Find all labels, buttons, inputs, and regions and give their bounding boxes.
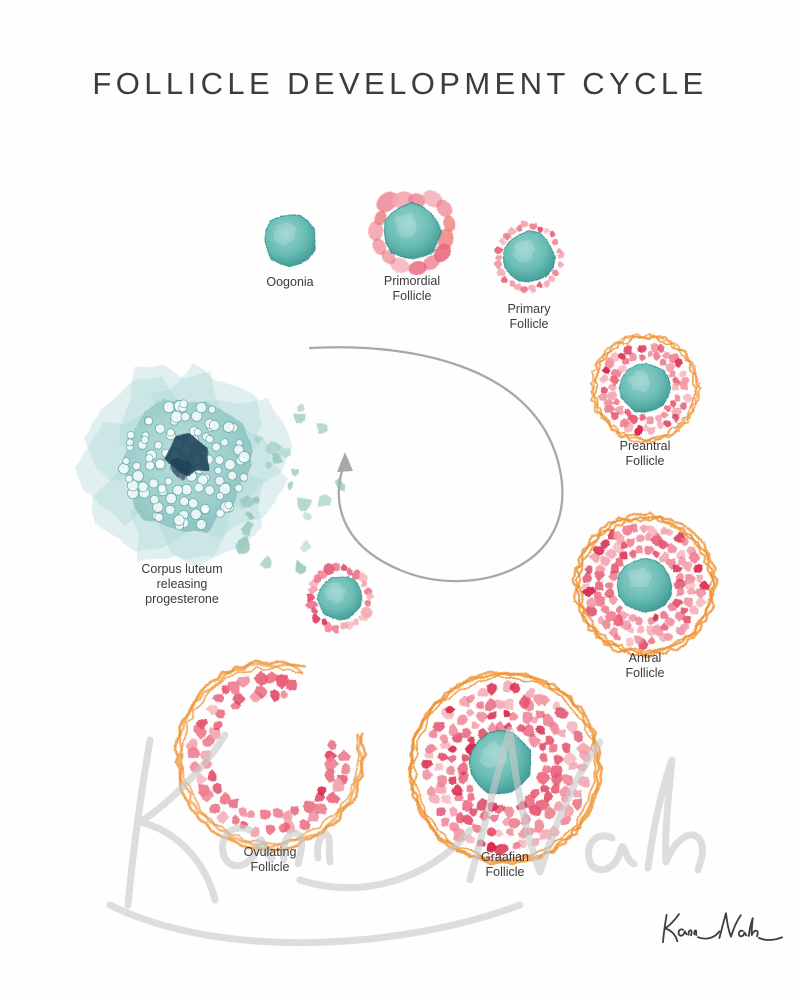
cycle-direction-arrow xyxy=(308,346,564,583)
stage-primary-follicle xyxy=(493,220,565,294)
label-primordial-follicle: Primordial Follicle xyxy=(383,274,441,303)
label-antral-follicle: Antral Follicle xyxy=(625,651,665,680)
stage-ovulating-follicle xyxy=(173,659,368,852)
corpus-luteum xyxy=(74,363,346,575)
label-corpus-luteum: Corpus luteum releasing progesterone xyxy=(141,562,223,606)
label-oogonia: Oogonia xyxy=(266,275,314,289)
stage-oogonia xyxy=(264,214,316,267)
stage-preantral-follicle xyxy=(589,332,702,444)
page-title: FOLLICLE DEVELOPMENT CYCLE xyxy=(92,66,708,101)
stage-graafian-follicle xyxy=(407,670,604,866)
stage-primordial-follicle xyxy=(368,190,456,276)
label-ovulating-follicle: Ovulating Follicle xyxy=(243,845,297,874)
stage-released-ovum xyxy=(305,562,375,634)
stage-antral-follicle xyxy=(571,511,719,659)
label-graafian-follicle: Graafian Follicle xyxy=(481,850,529,879)
label-preantral-follicle: Preantral Follicle xyxy=(619,439,671,468)
label-primary-follicle: Primary Follicle xyxy=(507,302,551,331)
